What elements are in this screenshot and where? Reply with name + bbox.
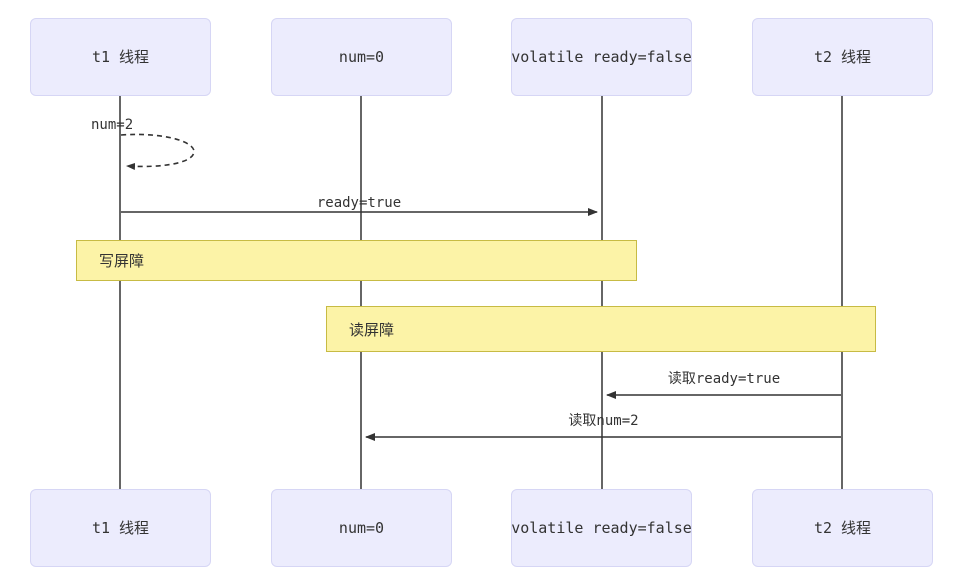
participant-label: num=0	[338, 47, 385, 66]
participant-label: volatile ready=false	[511, 518, 692, 537]
lifelines	[119, 96, 843, 489]
message-text: ready=true	[316, 195, 402, 211]
message-text: 读取num=2	[568, 413, 639, 429]
note-write-barrier[interactable]: 写屏障	[76, 240, 637, 281]
participant-box-t1-bottom[interactable]: t1 线程	[30, 489, 211, 567]
self-message-text: num=2	[91, 117, 134, 133]
participant-box-ready-top[interactable]: volatile ready=false	[511, 18, 692, 96]
participant-box-t2-top[interactable]: t2 线程	[752, 18, 933, 96]
participant-label: t1 线程	[91, 518, 150, 537]
message-label-ready-true: ready=true	[121, 196, 597, 210]
participant-label: t1 线程	[91, 47, 150, 66]
participant-label: num=0	[338, 518, 385, 537]
note-label: 写屏障	[99, 252, 145, 270]
message-label-read-num-2: 读取num=2	[366, 414, 841, 428]
participant-box-t1-top[interactable]: t1 线程	[30, 18, 211, 96]
message-text: 读取ready=true	[667, 371, 781, 387]
message-self-loop-num-2	[120, 133, 195, 170]
participant-box-num-top[interactable]: num=0	[271, 18, 452, 96]
participant-label: t2 线程	[813, 518, 872, 537]
participant-box-ready-bottom[interactable]: volatile ready=false	[511, 489, 692, 567]
participant-box-num-bottom[interactable]: num=0	[271, 489, 452, 567]
participant-label: t2 线程	[813, 47, 872, 66]
self-message-label-num-2: num=2	[91, 118, 133, 132]
self-loop-path	[120, 133, 195, 170]
note-label: 读屏障	[349, 320, 395, 339]
note-read-barrier[interactable]: 读屏障	[326, 306, 876, 352]
message-label-read-ready-true: 读取ready=true	[607, 372, 841, 386]
participant-label: volatile ready=false	[511, 47, 692, 66]
participant-box-t2-bottom[interactable]: t2 线程	[752, 489, 933, 567]
